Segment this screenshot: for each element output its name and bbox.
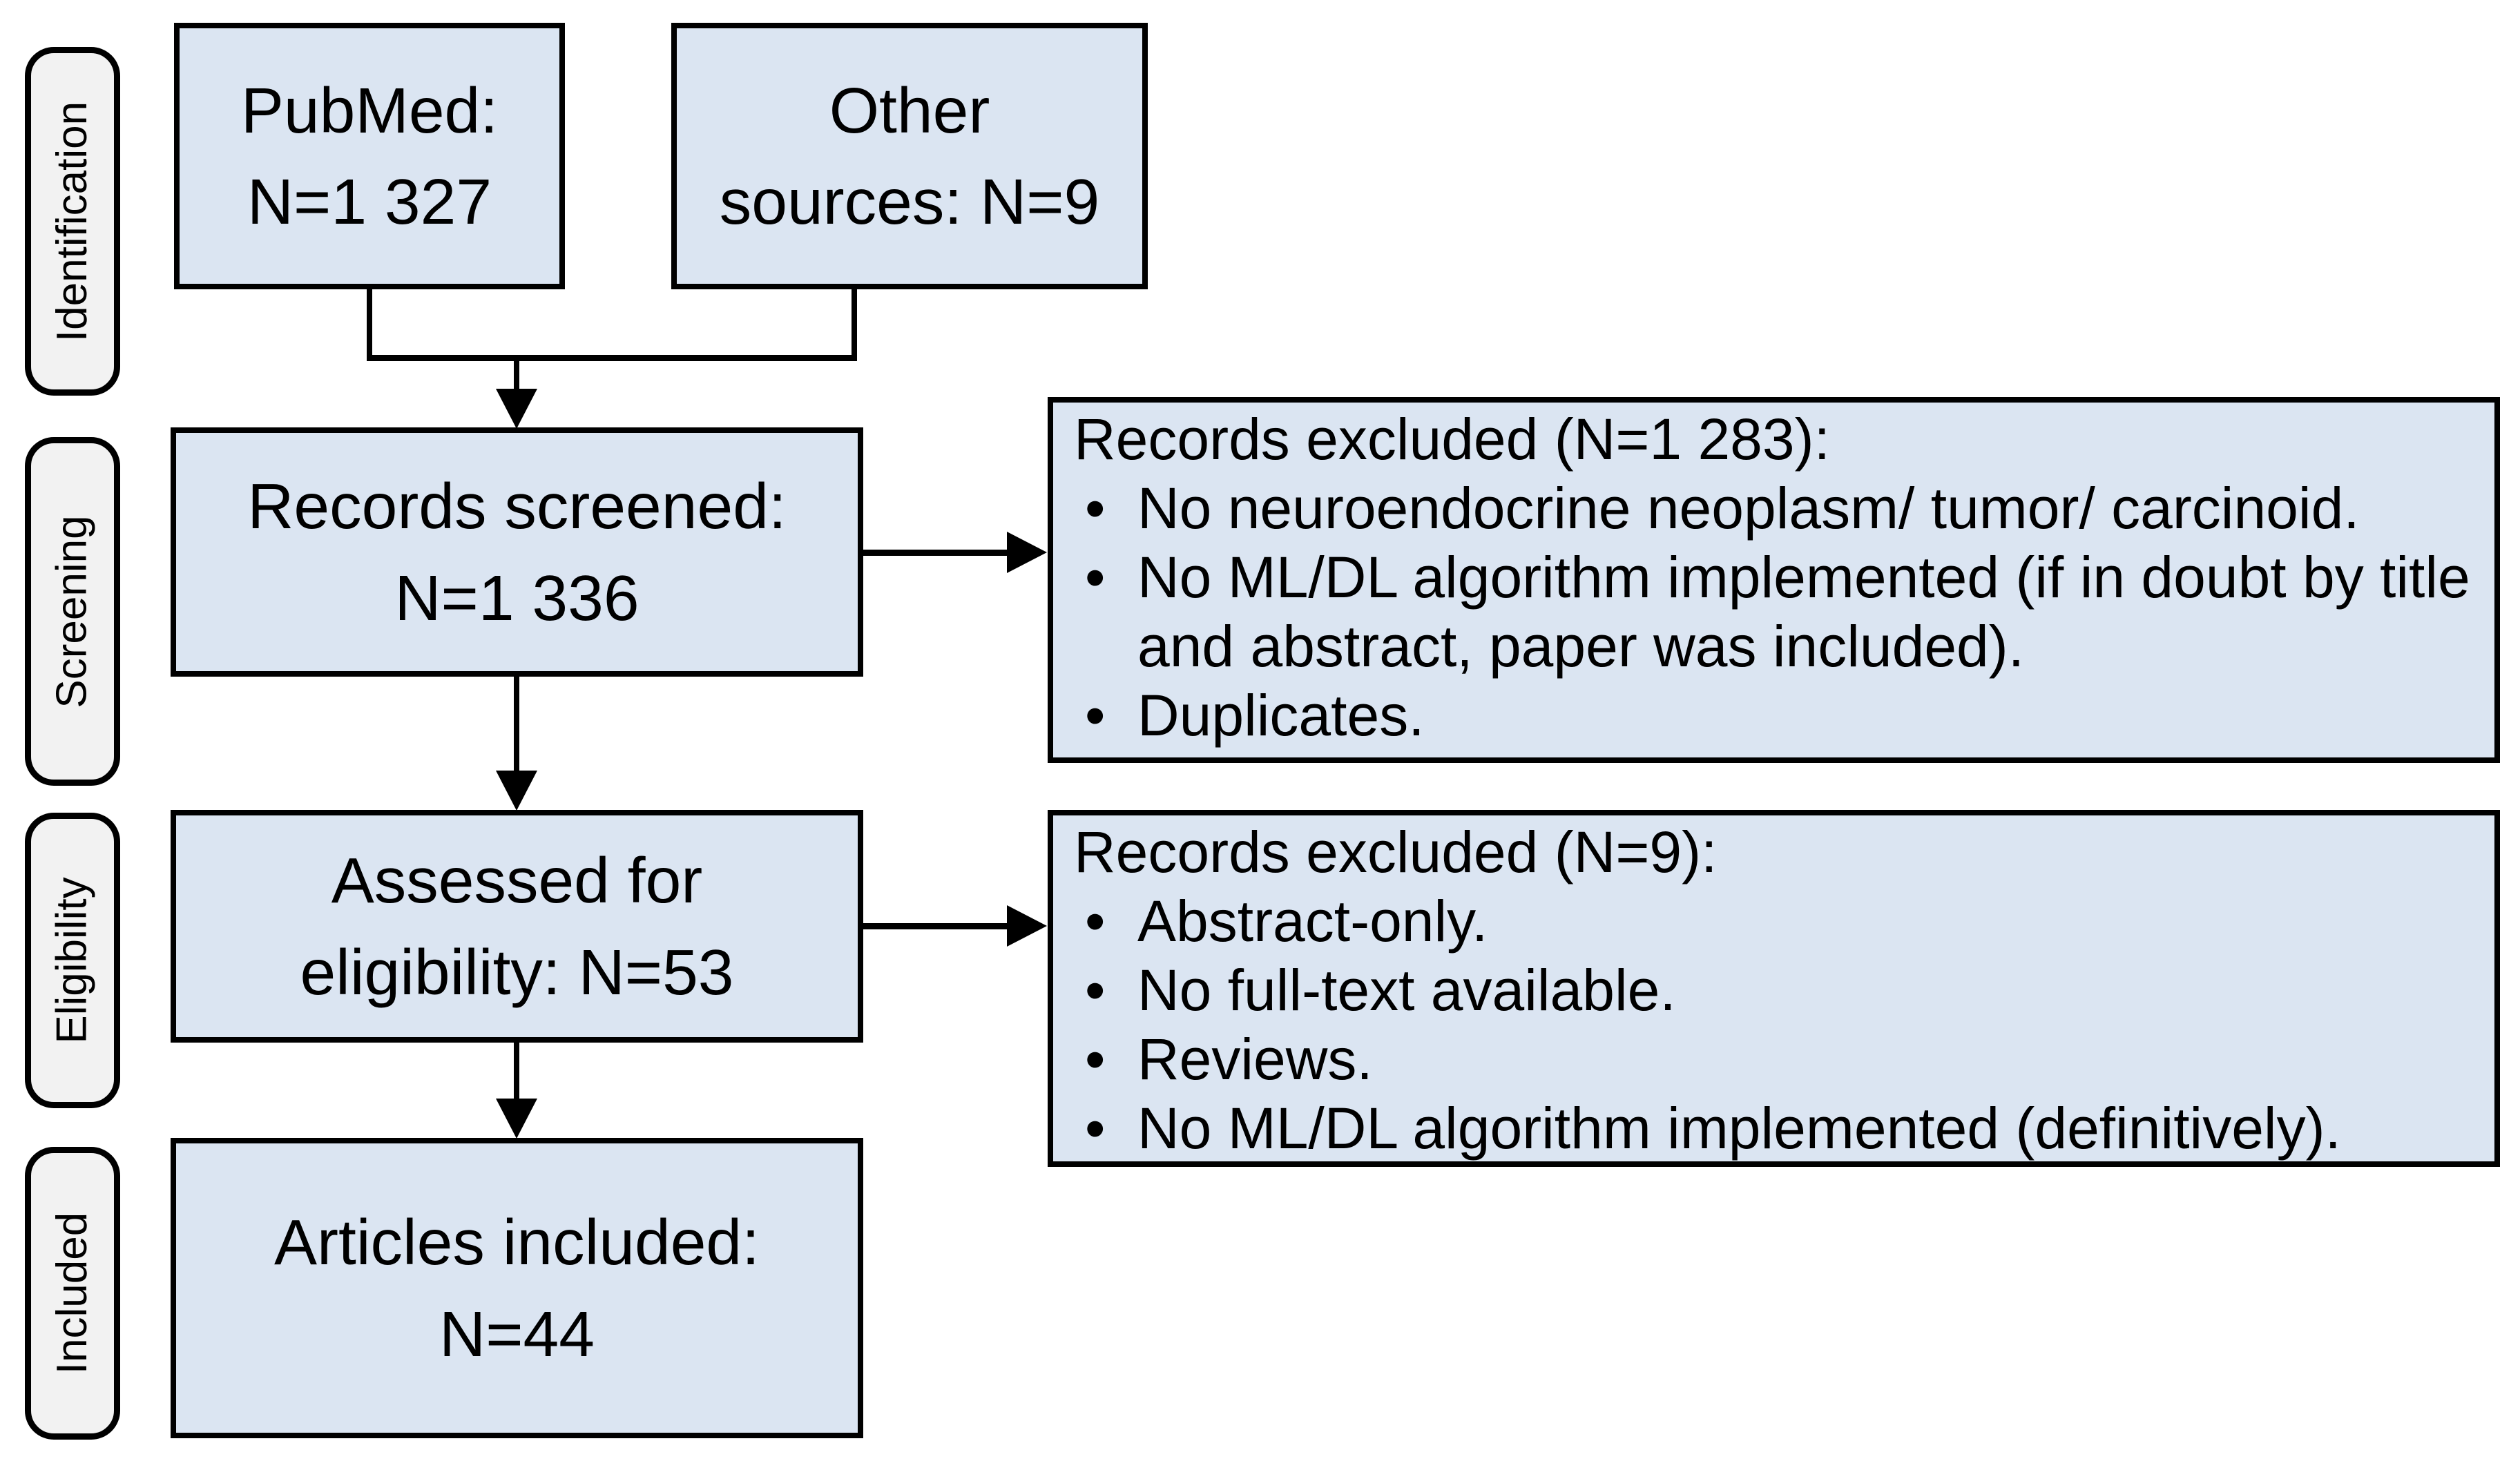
excluded-box-eligibility: Records excluded (N=9): Abstract-only. N… xyxy=(1048,810,2500,1167)
excluded-reason: No neuroendocrine neoplasm/ tumor/ carci… xyxy=(1074,474,2474,543)
excluded-reason: No full-text available. xyxy=(1074,956,2474,1025)
line-merge-join xyxy=(367,355,857,361)
box-assessed-eligibility-line2: eligibility: N=53 xyxy=(300,936,734,1008)
box-articles-included: Articles included: N=44 xyxy=(171,1138,863,1438)
arrow-to-included-shaft xyxy=(514,1043,519,1101)
line-other-sources-drop xyxy=(852,289,857,360)
stage-label-identification: Identification xyxy=(25,47,120,396)
arrow-to-assessed-shaft xyxy=(514,677,519,773)
excluded-screening-header: Records excluded (N=1 283): xyxy=(1074,407,1830,472)
excluded-reason: No ML/DL algorithm implemented (if in do… xyxy=(1074,543,2474,681)
excluded-reason: Reviews. xyxy=(1074,1025,2474,1094)
excluded-box-screening: Records excluded (N=1 283): No neuroendo… xyxy=(1048,397,2500,763)
box-articles-included-line1: Articles included: xyxy=(274,1206,760,1279)
excluded-screening-list: No neuroendocrine neoplasm/ tumor/ carci… xyxy=(1074,474,2474,751)
arrow-to-screened-shaft xyxy=(514,358,519,391)
box-other-sources-line1: Other xyxy=(829,74,990,146)
box-records-screened-line1: Records screened: xyxy=(247,470,787,543)
stage-label-screening: Screening xyxy=(25,437,120,786)
stage-label-included: Included xyxy=(25,1147,120,1440)
arrowhead-to-excluded2-icon xyxy=(1007,905,1047,947)
stage-label-text: Identification xyxy=(48,101,96,342)
box-other-sources: Other sources: N=9 xyxy=(671,23,1148,289)
arrowhead-to-excluded1-icon xyxy=(1007,532,1047,573)
excluded-eligibility-header: Records excluded (N=9): xyxy=(1074,820,1718,884)
stage-label-text: Screening xyxy=(48,514,96,708)
stage-label-text: Included xyxy=(48,1212,97,1375)
arrow-to-excluded1-shaft xyxy=(863,550,1010,556)
box-other-sources-line2: sources: N=9 xyxy=(719,166,1100,238)
arrowhead-to-screened-icon xyxy=(496,389,537,429)
arrowhead-to-assessed-icon xyxy=(496,771,537,811)
box-records-screened: Records screened: N=1 336 xyxy=(171,427,863,677)
line-pubmed-drop xyxy=(367,289,372,360)
box-assessed-eligibility-line1: Assessed for xyxy=(331,844,703,917)
stage-label-text: Eligibility xyxy=(48,877,97,1044)
box-records-screened-line2: N=1 336 xyxy=(394,561,639,634)
arrowhead-to-included-icon xyxy=(496,1099,537,1139)
excluded-reason: Abstract-only. xyxy=(1074,887,2474,956)
stage-label-eligibility: Eligibility xyxy=(25,813,120,1108)
box-pubmed-line2: N=1 327 xyxy=(247,166,492,238)
box-articles-included-line2: N=44 xyxy=(439,1297,595,1370)
excluded-reason: No ML/DL algorithm implemented (definiti… xyxy=(1074,1094,2474,1163)
box-pubmed-line1: PubMed: xyxy=(240,74,499,146)
box-assessed-eligibility: Assessed for eligibility: N=53 xyxy=(171,810,863,1043)
excluded-reason: Duplicates. xyxy=(1074,681,2474,751)
box-pubmed: PubMed: N=1 327 xyxy=(174,23,565,289)
arrow-to-excluded2-shaft xyxy=(863,923,1010,929)
excluded-eligibility-list: Abstract-only. No full-text available. R… xyxy=(1074,887,2474,1163)
